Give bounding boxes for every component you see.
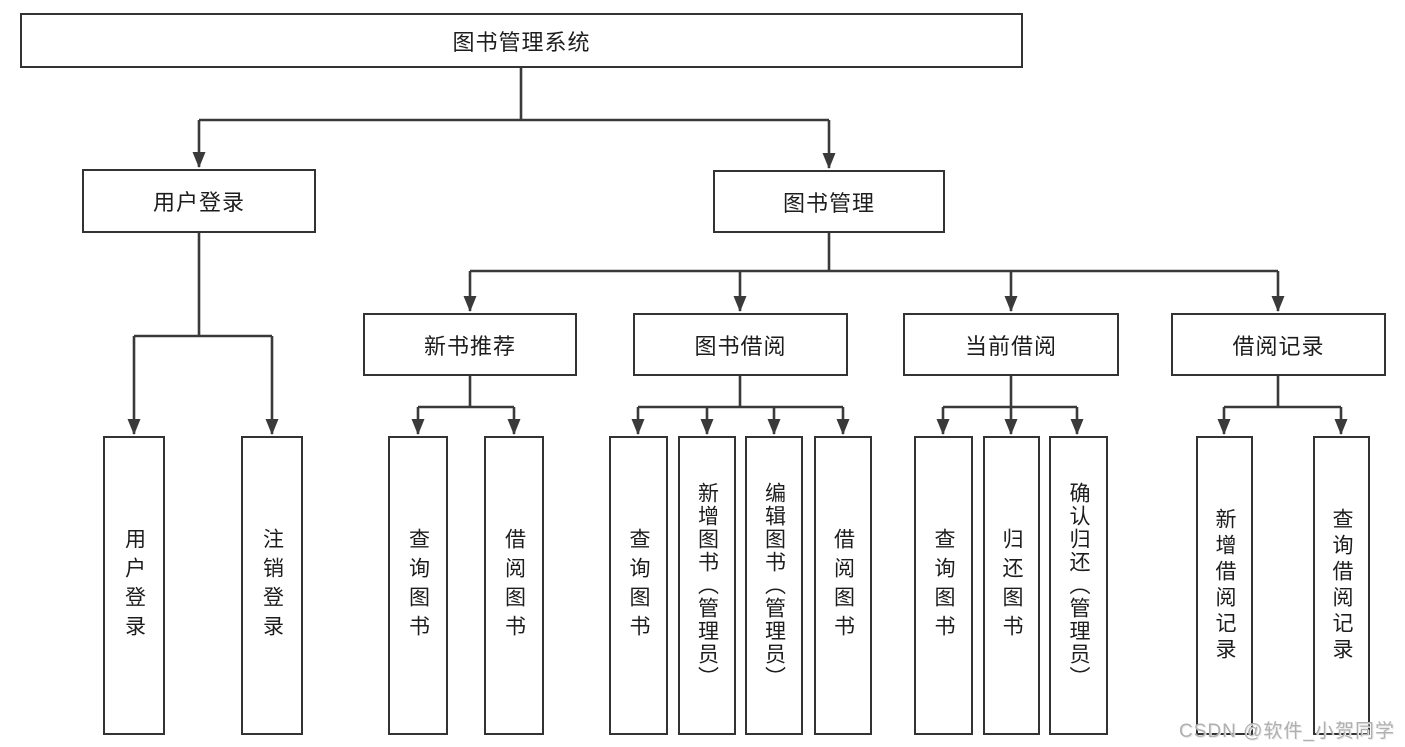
leaf-current-query-books: 查询图书 — [914, 436, 973, 735]
node-book-borrow: 图书借阅 — [633, 313, 848, 376]
leaf-add-borrow-record: 新增借阅记录 — [1196, 436, 1253, 735]
leaf-query-borrow-record: 查询借阅记录 — [1313, 436, 1370, 735]
leaf-recommend-query-books: 查询图书 — [388, 436, 448, 735]
node-new-book-recommend: 新书推荐 — [363, 313, 577, 376]
connector-new-book-recommend-children — [411, 376, 521, 435]
leaf-borrow-query-books: 查询图书 — [609, 436, 668, 735]
node-root-library-system: 图书管理系统 — [20, 13, 1023, 68]
leaf-add-books-admin: 新增图书（管理员） — [678, 436, 736, 735]
connector-book-mgmt-children — [463, 233, 1285, 312]
node-book-management: 图书管理 — [713, 170, 945, 233]
node-current-borrow: 当前借阅 — [903, 313, 1119, 376]
node-borrow-records: 借阅记录 — [1171, 313, 1386, 376]
leaf-return-books: 归还图书 — [983, 436, 1040, 735]
leaf-logout: 注销登录 — [241, 436, 303, 735]
connector-current-borrow-children — [936, 376, 1084, 435]
leaf-confirm-return-admin: 确认归还（管理员） — [1049, 436, 1108, 735]
connector-root-to-level2 — [192, 68, 836, 169]
leaf-recommend-borrow-books: 借阅图书 — [484, 436, 544, 735]
csdn-watermark: CSDN @软件_小贺同学 — [1179, 721, 1395, 742]
leaf-user-login: 用户登录 — [103, 436, 165, 735]
leaf-edit-books-admin: 编辑图书（管理员） — [745, 436, 803, 735]
connector-book-borrow-children — [631, 376, 850, 435]
leaf-borrow-books: 借阅图书 — [814, 436, 872, 735]
connector-borrow-records-children — [1217, 376, 1348, 435]
connector-user-login-children — [127, 233, 279, 435]
node-user-login: 用户登录 — [82, 169, 316, 233]
